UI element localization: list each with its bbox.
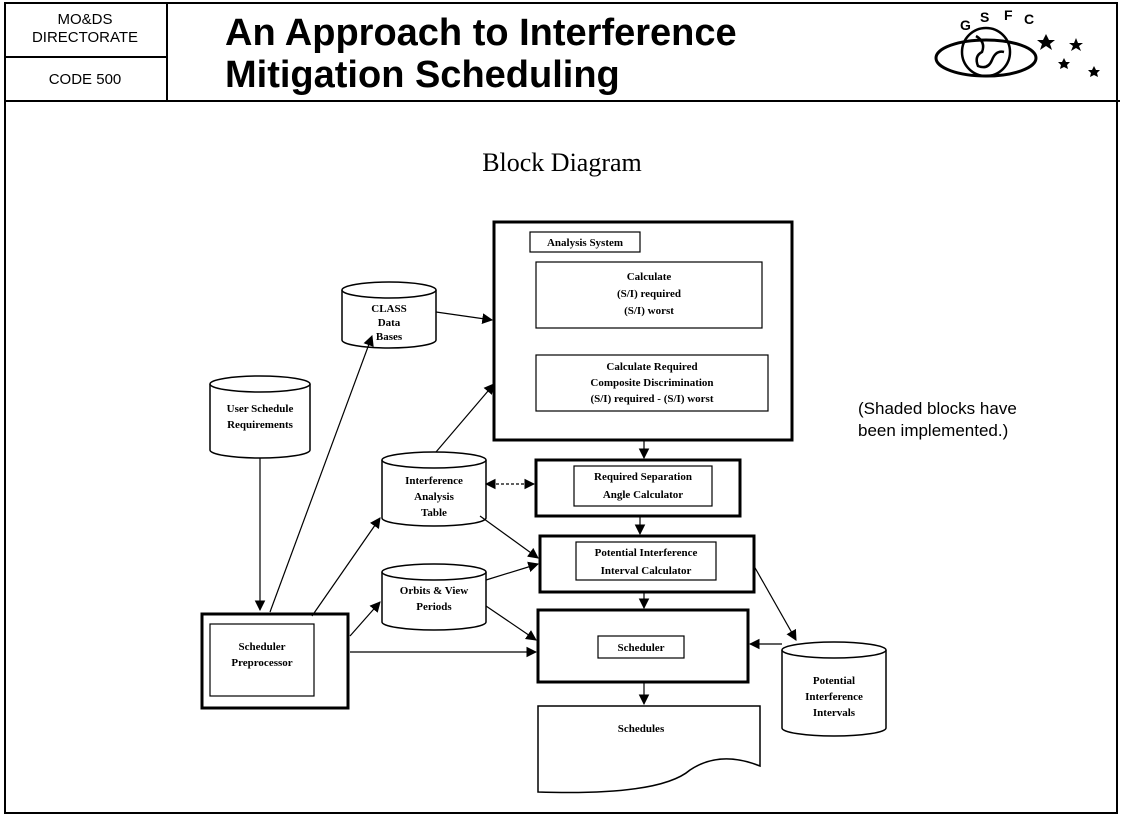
svg-text:Periods: Periods xyxy=(416,601,452,613)
logo-letter-s: S xyxy=(980,9,989,25)
code-label: CODE 500 xyxy=(48,70,122,88)
svg-text:Interference: Interference xyxy=(405,475,463,487)
svg-text:Data: Data xyxy=(378,317,401,329)
analysis-system-label-box xyxy=(529,231,641,253)
calc-si-line3: (S/I) worst xyxy=(624,305,674,317)
calc-si-line1: Calculate xyxy=(627,271,672,283)
svg-text:CLASS: CLASS xyxy=(371,303,406,315)
svg-text:Potential: Potential xyxy=(813,675,855,687)
interference-analysis-table-node: Interference Analysis Table xyxy=(381,451,487,527)
scheduler-node: Scheduler xyxy=(536,608,750,684)
interval-calculator-node: Potential Interference Interval Calculat… xyxy=(538,534,756,594)
diagram-title: Block Diagram xyxy=(482,148,642,177)
calc-composite-line2: Composite Discrimination xyxy=(590,377,713,389)
svg-text:Scheduler: Scheduler xyxy=(238,641,285,653)
scheduler-preprocessor-node: Scheduler Preprocessor xyxy=(200,612,350,710)
orbits-view-periods-node: Orbits & View Periods xyxy=(381,563,487,631)
schedules-node: Schedules xyxy=(537,705,761,794)
directorate-line1: MO&DS xyxy=(57,11,113,28)
user-schedule-requirements-node: User Schedule Requirements xyxy=(209,375,311,459)
gsfc-logo: G S F C xyxy=(934,7,1100,78)
svg-text:Preprocessor: Preprocessor xyxy=(231,657,292,669)
note-line2: been implemented.) xyxy=(858,421,1009,440)
directorate-line2: DIRECTORATE xyxy=(31,29,139,46)
directorate-label: MO&DS DIRECTORATE xyxy=(4,2,166,58)
separation-angle-calculator-node: Required Separation Angle Calculator xyxy=(534,458,742,518)
page-title: An Approach to Interference Mitigation S… xyxy=(225,12,825,96)
title-line2: Mitigation Scheduling xyxy=(225,54,620,96)
calc-composite-box xyxy=(535,354,769,412)
svg-text:Interval Calculator: Interval Calculator xyxy=(601,565,692,577)
title-line1: An Approach to Interference xyxy=(225,12,737,54)
note-line1: (Shaded blocks have xyxy=(858,399,1017,418)
shaded-note: (Shaded blocks have been implemented.) xyxy=(858,398,1098,442)
stars-icon xyxy=(1037,34,1100,77)
svg-text:Intervals: Intervals xyxy=(813,707,856,719)
svg-text:User Schedule: User Schedule xyxy=(227,403,294,415)
analysis-system-label: Analysis System xyxy=(547,237,623,249)
svg-text:Requirements: Requirements xyxy=(227,419,294,431)
page-frame xyxy=(4,2,1118,814)
potential-interference-intervals-node: Potential Interference Intervals xyxy=(781,641,887,737)
logo-letter-c: C xyxy=(1024,11,1034,27)
globe-icon xyxy=(934,26,1038,78)
connector-arrows xyxy=(254,311,797,706)
svg-text:Required Separation: Required Separation xyxy=(594,471,692,483)
svg-text:Orbits & View: Orbits & View xyxy=(400,585,468,597)
logo-letter-g: G xyxy=(960,17,971,33)
svg-text:Bases: Bases xyxy=(376,331,403,343)
logo-letter-f: F xyxy=(1004,7,1013,23)
calc-si-box xyxy=(535,261,763,329)
calc-si-line2: (S/I) required xyxy=(617,288,681,300)
header-left-box: MO&DS DIRECTORATE CODE 500 xyxy=(4,2,168,102)
svg-text:Angle Calculator: Angle Calculator xyxy=(603,489,683,501)
svg-text:Potential Interference: Potential Interference xyxy=(595,547,698,559)
svg-text:Interference: Interference xyxy=(805,691,863,703)
calc-composite-line1: Calculate Required xyxy=(606,361,697,373)
calc-composite-line3: (S/I) required - (S/I) worst xyxy=(590,393,713,405)
svg-text:Analysis: Analysis xyxy=(414,491,454,503)
header-divider xyxy=(168,100,1120,102)
svg-text:Table: Table xyxy=(421,507,447,519)
svg-text:Scheduler: Scheduler xyxy=(617,642,664,654)
class-databases-node: CLASS Data Bases xyxy=(341,281,437,349)
svg-text:Schedules: Schedules xyxy=(618,723,665,735)
